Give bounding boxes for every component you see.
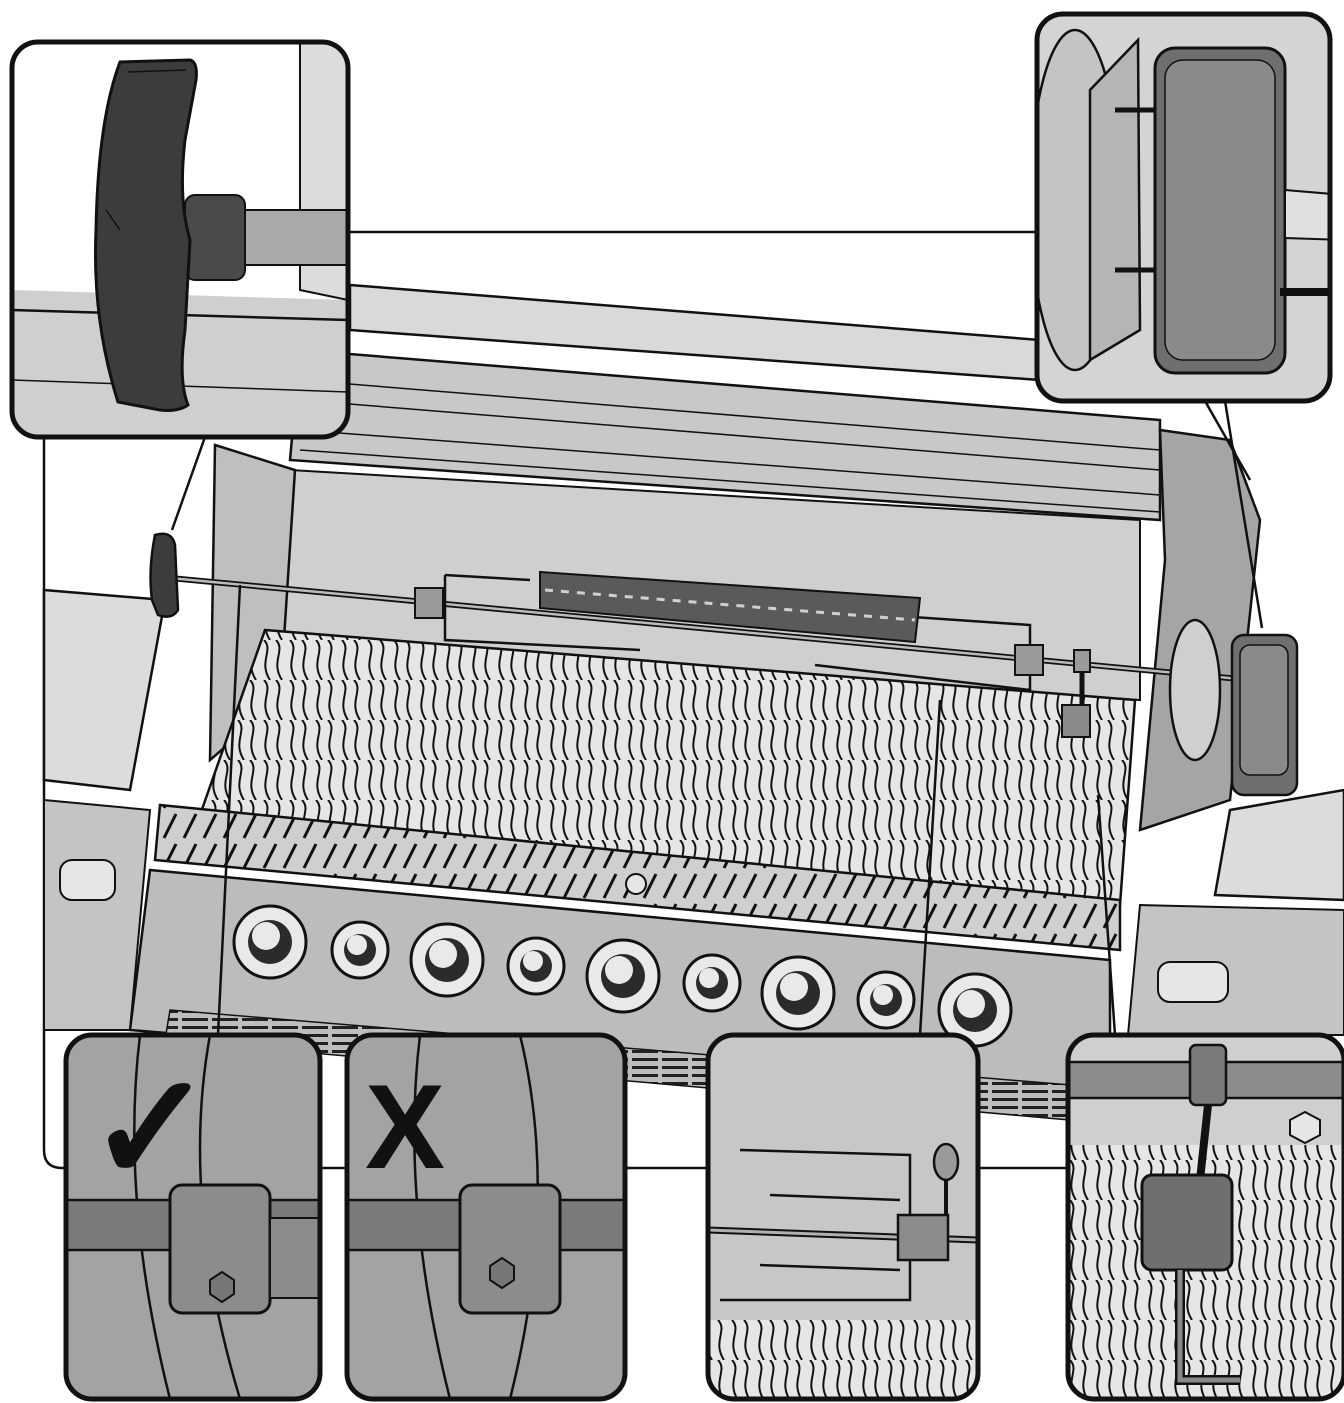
spit-fork-right [809,608,1044,692]
inset-counterweight-detail [1065,1032,1344,1402]
counterweight [1061,649,1091,738]
spit-fork-left [414,573,641,652]
inset-motor-detail [1034,11,1333,404]
inset-collar-incorrect: X [344,1032,628,1402]
rotisserie-motor [1168,618,1299,797]
spit-handle [149,532,180,618]
spit-food [539,570,922,644]
grill-frame-outline [42,430,1330,1170]
correct-mark: ✓ [88,1044,214,1212]
inset-handle-detail [9,39,351,440]
brand-logo-icon [625,873,647,895]
inset-fork-detail [705,1032,981,1402]
incorrect-mark: X [365,1060,445,1194]
spit-handle-large [93,58,198,412]
grill-main [42,283,1344,1170]
leader-lines [170,230,1264,1036]
left-side-shelf [42,588,167,792]
inset-collar-correct: ✓ [63,1032,323,1402]
right-side-shelf [1213,788,1344,902]
